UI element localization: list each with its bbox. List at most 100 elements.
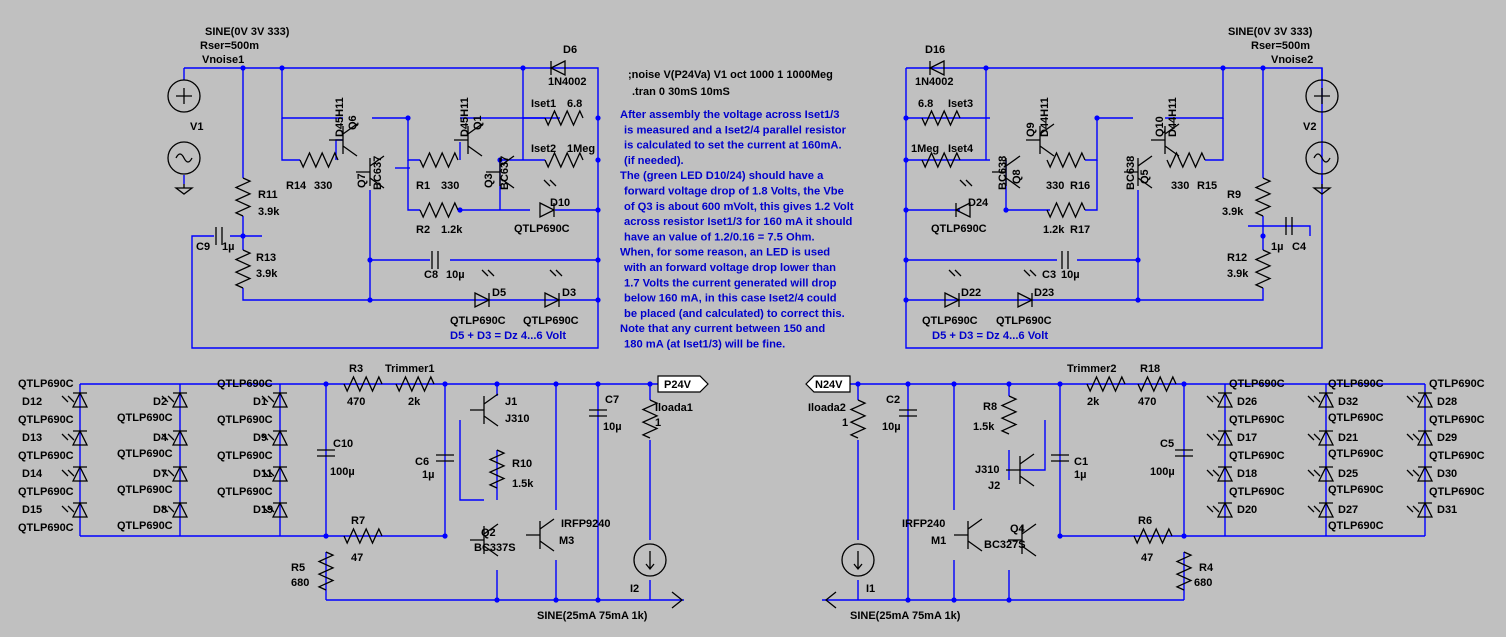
q3-value[interactable]: BC637	[499, 156, 511, 190]
r4-value[interactable]: 680	[1194, 577, 1212, 589]
d3-name[interactable]: D3	[562, 287, 576, 299]
iset1-value[interactable]: 6.8	[567, 98, 582, 110]
r14-name[interactable]: R14	[286, 180, 307, 192]
v1-rser[interactable]: Rser=500m	[200, 40, 259, 52]
led-name[interactable]: D11	[253, 468, 273, 480]
led-value[interactable]: QTLP690C	[1328, 484, 1384, 496]
d6-name[interactable]: D6	[563, 44, 577, 56]
led-value[interactable]: QTLP690C	[1328, 448, 1384, 460]
j1-value[interactable]: J310	[505, 413, 529, 425]
v1-value[interactable]: SINE(0V 3V 333)	[205, 26, 290, 38]
m3-name[interactable]: M3	[559, 535, 574, 547]
c1-value[interactable]: 1µ	[1074, 469, 1086, 481]
led-name[interactable]: D29	[1437, 432, 1457, 444]
c2-name[interactable]: C2	[886, 394, 900, 406]
v1-net-label[interactable]: Vnoise1	[202, 54, 244, 66]
led-value[interactable]: QTLP690C	[217, 378, 273, 390]
m1-value[interactable]: IRFP240	[902, 518, 945, 530]
v2-name[interactable]: V2	[1303, 121, 1316, 133]
d24-name[interactable]: D24	[968, 197, 989, 209]
led-name[interactable]: D26	[1237, 396, 1257, 408]
p24v-port[interactable]: P24V	[657, 375, 709, 393]
c1-name[interactable]: C1	[1074, 456, 1088, 468]
led-value[interactable]: QTLP690C	[117, 412, 173, 424]
c3-name[interactable]: C3	[1042, 269, 1056, 281]
d23-value[interactable]: QTLP690C	[996, 315, 1052, 327]
c8-value[interactable]: 10µ	[446, 269, 465, 281]
q5-value[interactable]: BC638	[1125, 156, 1137, 190]
led-name[interactable]: D30	[1437, 468, 1457, 480]
c7-value[interactable]: 10µ	[603, 421, 622, 433]
r7-value[interactable]: 47	[351, 552, 363, 564]
led-name[interactable]: D4	[153, 432, 168, 444]
q6-value[interactable]: D45H11	[334, 97, 346, 137]
r6-value[interactable]: 47	[1141, 552, 1153, 564]
r6-name[interactable]: R6	[1138, 515, 1152, 527]
r15-value[interactable]: 330	[1171, 180, 1189, 192]
r7-name[interactable]: R7	[351, 515, 365, 527]
d23-name[interactable]: D23	[1034, 287, 1054, 299]
led-value[interactable]: QTLP690C	[1229, 378, 1285, 390]
c4-name[interactable]: C4	[1292, 241, 1307, 253]
r18-value[interactable]: 470	[1138, 396, 1156, 408]
c5-value[interactable]: 100µ	[1150, 466, 1175, 478]
r9-value[interactable]: 3.9k	[1222, 206, 1244, 218]
led-value[interactable]: QTLP690C	[1429, 414, 1485, 426]
led-name[interactable]: D9	[253, 432, 267, 444]
led-value[interactable]: QTLP690C	[1229, 450, 1285, 462]
led-name[interactable]: D31	[1437, 504, 1457, 516]
trimmer2-value[interactable]: 2k	[1087, 396, 1100, 408]
c5-name[interactable]: C5	[1160, 438, 1174, 450]
led-value[interactable]: QTLP690C	[18, 486, 74, 498]
led-value[interactable]: QTLP690C	[1429, 378, 1485, 390]
r3-value[interactable]: 470	[347, 396, 365, 408]
led-name[interactable]: D28	[1437, 396, 1457, 408]
d22-value[interactable]: QTLP690C	[922, 315, 978, 327]
led-value[interactable]: QTLP690C	[18, 522, 74, 534]
r4-name[interactable]: R4	[1199, 562, 1214, 574]
r16-name[interactable]: R16	[1070, 180, 1090, 192]
q2-value[interactable]: BC337S	[474, 542, 516, 554]
led-value[interactable]: QTLP690C	[1229, 414, 1285, 426]
led-name[interactable]: D2	[153, 396, 167, 408]
i1-value[interactable]: SINE(25mA 75mA 1k)	[850, 610, 961, 622]
d22-name[interactable]: D22	[961, 287, 981, 299]
r13-value[interactable]: 3.9k	[256, 268, 278, 280]
r14-value[interactable]: 330	[314, 180, 332, 192]
q9-name[interactable]: Q9	[1025, 122, 1037, 137]
led-name[interactable]: D27	[1338, 504, 1358, 516]
v2-value[interactable]: SINE(0V 3V 333)	[1228, 26, 1313, 38]
i2-value[interactable]: SINE(25mA 75mA 1k)	[537, 610, 648, 622]
led-value[interactable]: QTLP690C	[1328, 378, 1384, 390]
led-name[interactable]: D19	[253, 504, 273, 516]
q4-name[interactable]: Q4	[1010, 523, 1026, 535]
trimmer1-name[interactable]: Trimmer1	[385, 363, 435, 375]
c4-value[interactable]: 1µ	[1271, 241, 1283, 253]
led-name[interactable]: D17	[1237, 432, 1257, 444]
j2-value[interactable]: J310	[975, 464, 999, 476]
d10-value[interactable]: QTLP690C	[514, 223, 570, 235]
led-name[interactable]: D18	[1237, 468, 1257, 480]
led-name[interactable]: D12	[22, 396, 42, 408]
q9-value[interactable]: D44H11	[1039, 97, 1051, 137]
left-dz-note[interactable]: D5 + D3 = Dz 4...6 Volt	[450, 330, 566, 342]
led-name[interactable]: D15	[22, 504, 42, 516]
r10-name[interactable]: R10	[512, 458, 532, 470]
r10-value[interactable]: 1.5k	[512, 478, 534, 490]
led-name[interactable]: D13	[22, 432, 42, 444]
d10-name[interactable]: D10	[550, 197, 570, 209]
c2-value[interactable]: 10µ	[882, 421, 901, 433]
led-value[interactable]: QTLP690C	[1328, 520, 1384, 532]
led-value[interactable]: QTLP690C	[117, 520, 173, 532]
led-name[interactable]: D7	[153, 468, 167, 480]
r15-name[interactable]: R15	[1197, 180, 1217, 192]
led-value[interactable]: QTLP690C	[1229, 486, 1285, 498]
led-value[interactable]: QTLP690C	[117, 484, 173, 496]
led-value[interactable]: QTLP690C	[217, 486, 273, 498]
iset4-value[interactable]: 1Meg	[911, 143, 939, 155]
c7-name[interactable]: C7	[605, 394, 619, 406]
iload2-name[interactable]: Iloada2	[808, 402, 846, 414]
d24-value[interactable]: QTLP690C	[931, 223, 987, 235]
c9-name[interactable]: C9	[196, 241, 210, 253]
